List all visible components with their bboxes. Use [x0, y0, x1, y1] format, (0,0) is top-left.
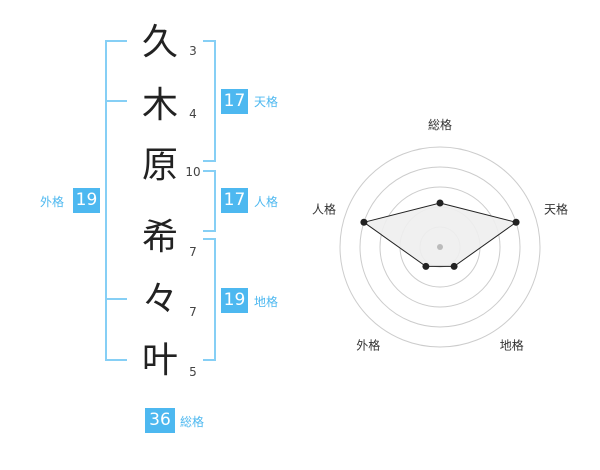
tenkaku-bracket [203, 40, 216, 162]
radar-point [436, 199, 444, 207]
stroke-count-1: 3 [189, 44, 197, 58]
bracket-tick [105, 100, 127, 102]
radar-point [450, 262, 458, 270]
soukaku-badge: 36 [145, 408, 175, 433]
name-char-5: 々 [141, 279, 178, 320]
radar-center-dot [437, 244, 443, 250]
gaikaku-bracket [105, 40, 127, 361]
radar-point [360, 218, 368, 226]
name-char-3: 原 [141, 145, 178, 186]
jinkaku-badge: 17 [221, 188, 248, 213]
soukaku-label: 総格 [180, 415, 205, 429]
chikaku-badge: 19 [221, 288, 248, 313]
radar-ring [379, 186, 501, 308]
stroke-count-3: 10 [185, 165, 201, 179]
name-char-2: 木 [141, 85, 178, 126]
bracket-tick [105, 298, 127, 300]
jinkaku-label: 人格 [254, 195, 279, 209]
stroke-count-5: 7 [189, 305, 197, 319]
radar-axis-label: 地格 [500, 338, 524, 353]
name-char-4: 希 [141, 217, 178, 258]
radar-ring [339, 146, 541, 348]
radar-point [512, 218, 520, 226]
radar-axis-label: 外格 [356, 338, 380, 353]
jinkaku-bracket [203, 170, 216, 232]
radar-ring [359, 166, 521, 328]
chikaku-bracket [203, 238, 216, 361]
tenkaku-label: 天格 [254, 95, 279, 109]
name-char-1: 久 [141, 22, 178, 63]
radar-points [360, 199, 520, 270]
radar-axis-label: 天格 [544, 201, 568, 216]
stroke-count-2: 4 [189, 107, 197, 121]
radar-axis-label: 総格 [428, 117, 452, 132]
radar-area [362, 202, 518, 267]
stroke-count-6: 5 [189, 365, 197, 379]
gaikaku-label: 外格 [40, 195, 65, 209]
name-char-6: 叶 [141, 340, 178, 381]
radar-point [422, 262, 430, 270]
stroke-count-4: 7 [189, 245, 197, 259]
gaikaku-badge: 19 [73, 188, 100, 213]
chikaku-label: 地格 [254, 295, 279, 309]
radar-axis-label: 人格 [312, 201, 336, 216]
tenkaku-badge: 17 [221, 89, 248, 114]
